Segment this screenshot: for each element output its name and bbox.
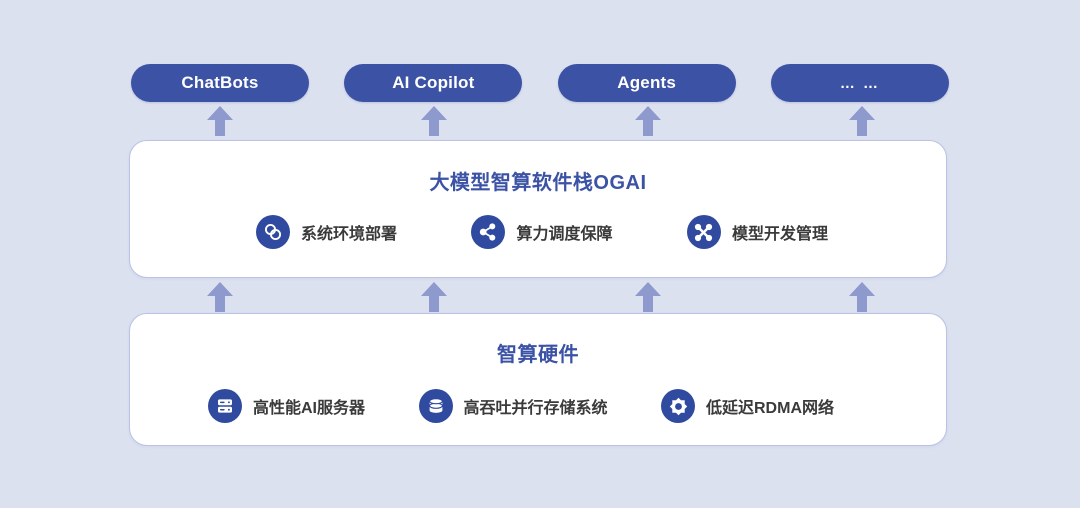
linked-circles-icon xyxy=(256,215,290,249)
app-pill-label: AI Copilot xyxy=(392,73,475,92)
app-pill-ai-copilot[interactable]: AI Copilot xyxy=(344,64,523,102)
app-pill-chatbots[interactable]: ChatBots xyxy=(131,64,309,102)
feature-model-development-management[interactable]: 模型开发管理 xyxy=(686,215,828,249)
arrow-shaft xyxy=(429,118,439,136)
app-pill-more[interactable]: … … xyxy=(770,64,949,102)
arrow-shaft xyxy=(857,294,867,312)
hardware-layer-title: 智算硬件 xyxy=(497,344,579,366)
arrow-shaft xyxy=(857,118,867,136)
feature-low-latency-rdma-network[interactable]: 低延迟RDMA网络 xyxy=(661,389,834,423)
arrow-head xyxy=(421,106,447,120)
arrow-head xyxy=(635,106,661,120)
app-pill-label: ChatBots xyxy=(181,73,259,92)
arrow-up-icon-top-1 xyxy=(207,106,233,136)
hardware-layer-panel: 智算硬件 高性能AI服务器 xyxy=(129,313,947,446)
feature-label: 算力调度保障 xyxy=(516,226,613,243)
arrow-head xyxy=(849,282,875,296)
feature-label: 高性能AI服务器 xyxy=(253,400,366,417)
arrow-shaft xyxy=(215,294,225,312)
application-pill-row: ChatBots AI Copilot Agents … … xyxy=(131,64,949,102)
cluster-nodes-icon xyxy=(686,215,721,249)
share-nodes-icon xyxy=(471,215,506,249)
arrow-shaft xyxy=(215,118,225,136)
feature-label: 系统环境部署 xyxy=(301,226,398,243)
arrow-head xyxy=(207,282,233,296)
feature-system-environment-deployment[interactable]: 系统环境部署 xyxy=(256,215,397,249)
arrow-up-icon-mid-3 xyxy=(635,282,661,312)
app-pill-label: Agents xyxy=(617,73,677,92)
arrow-head xyxy=(849,106,875,120)
feature-label: 模型开发管理 xyxy=(731,226,828,243)
database-icon xyxy=(418,389,453,423)
network-node-icon xyxy=(661,389,695,423)
arrow-up-icon-top-4 xyxy=(849,106,875,136)
feature-compute-scheduling[interactable]: 算力调度保障 xyxy=(471,215,613,249)
arrow-shaft xyxy=(429,294,439,312)
arrow-shaft xyxy=(643,118,653,136)
software-layer-title: 大模型智算软件栈OGAI xyxy=(429,172,647,194)
feature-high-throughput-storage[interactable]: 高吞吐并行存储系统 xyxy=(418,389,608,423)
arrow-up-icon-mid-1 xyxy=(207,282,233,312)
arrow-head xyxy=(421,282,447,296)
server-icon xyxy=(208,389,242,423)
software-layer-panel: 大模型智算软件栈OGAI 系统环境部署 xyxy=(129,140,947,278)
feature-high-performance-ai-server[interactable]: 高性能AI服务器 xyxy=(208,389,365,423)
arrow-up-icon-top-3 xyxy=(635,106,661,136)
arrow-up-icon-mid-2 xyxy=(421,282,447,312)
feature-label: 高吞吐并行存储系统 xyxy=(463,400,608,417)
feature-label: 低延迟RDMA网络 xyxy=(706,400,834,417)
software-feature-row: 系统环境部署 算力调度保障 xyxy=(130,215,946,249)
arrow-head xyxy=(635,282,661,296)
arrow-shaft xyxy=(643,294,653,312)
ellipsis-icon: … … xyxy=(839,74,881,92)
hardware-feature-row: 高性能AI服务器 高吞吐并行存储系统 xyxy=(130,389,946,423)
arrow-up-icon-top-2 xyxy=(421,106,447,136)
arrow-head xyxy=(207,106,233,120)
app-pill-agents[interactable]: Agents xyxy=(557,64,736,102)
arrow-up-icon-mid-4 xyxy=(849,282,875,312)
